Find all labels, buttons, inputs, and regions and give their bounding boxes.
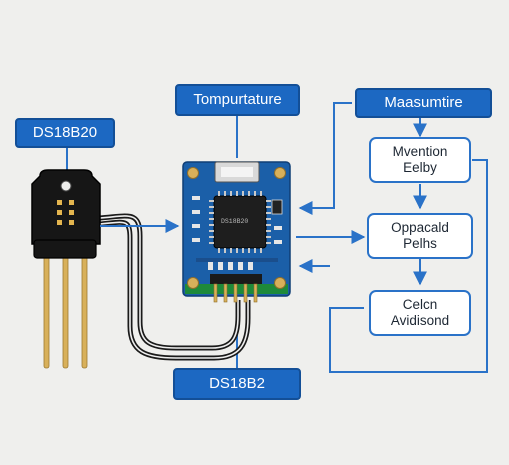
- flow-box-2: Oppacald Pelhs: [367, 213, 473, 259]
- sensor-tag: DS18B20: [15, 118, 115, 148]
- chip-marking: DS18B20: [221, 218, 249, 225]
- sensor-module-board-icon: [182, 161, 291, 303]
- process-to-result-line: [329, 159, 488, 373]
- sensor-cable-inner-hl: [99, 221, 249, 359]
- sensor-probe-icon: [31, 169, 101, 369]
- flow-box-1: Mvention Eelby: [369, 137, 471, 183]
- module-tag: Tompurtature: [175, 84, 300, 116]
- bottom-tag: DS18B2: [173, 368, 301, 400]
- measure-tag: Maasumtire: [355, 88, 492, 118]
- sensor-cable-outer-hl: [99, 215, 239, 349]
- measure-to-module-arrow: [298, 102, 352, 215]
- flow-box-3: Celcn Avidisond: [369, 290, 471, 336]
